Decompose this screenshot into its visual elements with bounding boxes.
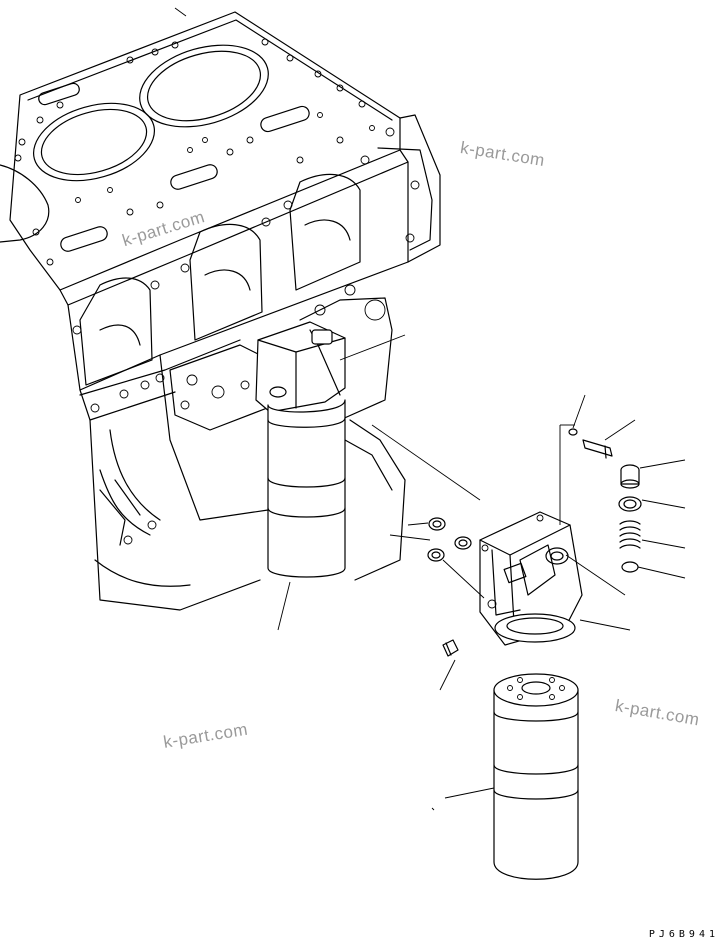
drawing-code: PJ6B941 (648, 929, 719, 940)
filter-head (479, 511, 583, 646)
drain-plug (442, 639, 459, 657)
gaskets (427, 517, 472, 562)
leader-lines (174, 7, 686, 811)
relief-valve-parts (568, 428, 642, 573)
installed-oil-filter (255, 321, 346, 578)
cylinder-block (0, 11, 441, 611)
oil-filter-cartridge (493, 673, 579, 880)
